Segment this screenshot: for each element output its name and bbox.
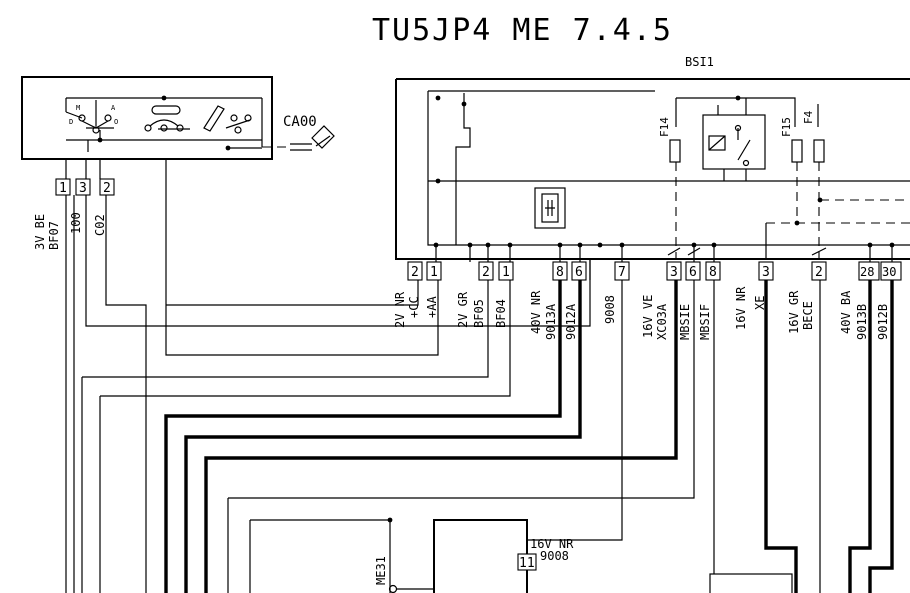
wire-name: BF05 (472, 299, 486, 328)
wire-name: 9013A (544, 303, 558, 340)
pin-number: 30 (882, 265, 896, 279)
me-module: 11 16V NR 9008 ME31 (374, 519, 793, 593)
svg-text:M: M (76, 104, 80, 112)
ignition-switch-frame (21, 76, 273, 160)
wire-spec: 2V NR (393, 291, 407, 328)
svg-text:O: O (114, 118, 118, 126)
fuse-icon (669, 139, 681, 163)
ignition-label: CA00 (283, 114, 317, 130)
connector-pin (517, 553, 537, 571)
fuse-icon (791, 139, 803, 163)
pin-number: 1 (430, 265, 438, 280)
wire-spec: 3V BE (33, 214, 47, 250)
wire-spec: 2V GR (456, 291, 470, 328)
wire-name: MBSIE (678, 304, 692, 340)
wire-spec: 40V BA (839, 290, 853, 334)
wire-name: 9008 (540, 549, 569, 563)
wire-name: +AA (425, 296, 439, 318)
connector-pin (666, 261, 682, 281)
pin-number: 2 (411, 265, 419, 280)
connector-pin (407, 261, 423, 281)
pin-number: 2 (103, 181, 111, 196)
connector-pin (705, 261, 721, 281)
ignition-switch: CA00 M A D O (21, 76, 335, 160)
wire-name: XC03A (655, 303, 669, 340)
wire-name: BF07 (47, 221, 61, 250)
bsi-wire-labels: 2V NR +CC +AA 2V GR BF05 BF04 40V NR 901… (393, 286, 890, 340)
wire-spec: 16V NR (530, 537, 574, 551)
connector-pin (99, 178, 115, 196)
pin-number: 2 (482, 265, 490, 280)
wire-spec: 16V GR (787, 290, 801, 334)
wire-spec: 16V NR (734, 286, 748, 330)
me-label: ME31 (374, 556, 388, 585)
pin-number: 1 (502, 265, 510, 280)
fuse-label: F4 (802, 110, 815, 124)
connector-pin (685, 261, 701, 281)
svg-text:A: A (111, 104, 116, 112)
pin-number: 1 (59, 181, 67, 196)
wire-name: 9008 (603, 295, 617, 324)
connector-pin (75, 178, 91, 196)
pin-number: 2 (815, 265, 823, 280)
wire-name: BECE (801, 301, 815, 330)
wire-name: XE (753, 296, 767, 310)
wire-spec: 16V VE (641, 295, 655, 338)
diagram-title: TU5JP4 ME 7.4.5 (372, 13, 673, 48)
connector-pin (478, 261, 494, 281)
wire-name: 9012A (564, 303, 578, 340)
wire-name: BF04 (494, 299, 508, 328)
connector-pin (811, 261, 827, 281)
pin-number: 6 (575, 265, 583, 280)
relay-icon (702, 114, 766, 170)
pin-number: 28 (860, 265, 874, 279)
bsi-label: BSI1 (685, 55, 714, 69)
wire-name: C02 (93, 214, 107, 236)
connector-pin (498, 261, 514, 281)
wire-name: 9013B (855, 304, 869, 340)
fuse-label: F15 (780, 117, 793, 137)
component-box (709, 573, 793, 593)
wire-name: MBSIF (698, 304, 712, 340)
ignition-connector: 1 3 2 3V BE BF07 100 C02 (33, 178, 115, 250)
bsi-connector: 2 1 2 1 8 6 7 3 6 8 3 2 28 30 (407, 261, 902, 281)
pin-number: 6 (689, 265, 697, 280)
connector-pin (55, 178, 71, 196)
svg-text:D: D (69, 118, 73, 126)
bsi-module: F14 F15 F4 (395, 78, 910, 262)
pin-number: 7 (618, 265, 626, 280)
pin-number: 3 (762, 265, 770, 280)
pin-number: 11 (519, 556, 535, 571)
connector-pin (426, 261, 442, 281)
pin-number: 3 (79, 181, 87, 196)
pin-number: 8 (556, 265, 564, 280)
wire-name: 100 (69, 212, 83, 234)
wire-name: +CC (407, 296, 421, 318)
wire-name: 9012B (876, 304, 890, 340)
pin-number: 3 (670, 265, 678, 280)
fuse-label: F14 (658, 117, 671, 137)
pin-number: 8 (709, 265, 717, 280)
fuse-icon (813, 139, 825, 163)
wire-spec: 40V NR (529, 290, 543, 334)
